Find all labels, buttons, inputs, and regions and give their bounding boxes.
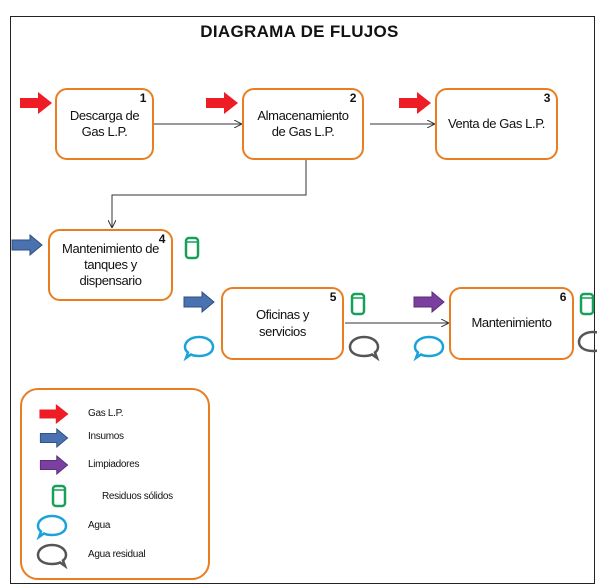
process-5-oficinas: 5 Oficinas y servicios xyxy=(221,287,344,360)
process-number: 1 xyxy=(139,91,147,105)
residuos-cylinder-icon xyxy=(184,236,200,260)
process-3-venta: 3 Venta de Gas L.P. xyxy=(435,88,558,160)
process-number: 6 xyxy=(559,290,567,304)
legend-limpiadores-arrow-icon xyxy=(39,455,69,475)
process-2-almacenamiento: 2 Almacenamiento de Gas L.P. xyxy=(242,88,364,160)
residuos-cylinder-icon xyxy=(350,292,366,316)
diagram-title: DIAGRAMA DE FLUJOS xyxy=(200,22,399,41)
agua-bubble-icon xyxy=(183,335,215,361)
diagram-frame xyxy=(10,16,595,584)
legend xyxy=(20,388,210,580)
process-1-descarga: 1 Descarga de Gas L.P. xyxy=(55,88,154,160)
limpiadores-arrow-icon xyxy=(413,291,445,313)
process-label: Oficinas y servicios xyxy=(255,307,310,339)
agua-residual-bubble-icon xyxy=(577,330,597,353)
residuos-cylinder-icon xyxy=(579,292,595,316)
legend-agua-residual-label: Agua residual xyxy=(88,549,146,560)
process-number: 5 xyxy=(329,290,337,304)
gas-arrow-icon xyxy=(399,92,431,114)
legend-insumos-label: Insumos xyxy=(88,431,124,442)
legend-agua-label: Agua xyxy=(88,520,111,531)
process-label: Mantenimiento de tanques y dispensario xyxy=(62,240,159,289)
process-label: Mantenimiento xyxy=(471,315,552,331)
agua-residual-bubble-icon xyxy=(348,335,380,361)
connector-2-4 xyxy=(112,160,307,227)
insumos-arrow-icon xyxy=(183,291,215,313)
legend-insumos-arrow-icon xyxy=(39,428,69,448)
process-number: 4 xyxy=(158,232,166,246)
process-number: 3 xyxy=(543,91,551,105)
process-label: Descarga de Gas L.P. xyxy=(69,107,140,139)
legend-residuos-cylinder-icon xyxy=(51,484,67,508)
legend-gas-label: Gas L.P. xyxy=(88,408,124,419)
gas-arrow-icon xyxy=(206,92,238,114)
legend-limpiadores-label: Limpiadores xyxy=(88,459,140,470)
legend-gas-arrow-icon xyxy=(39,404,69,424)
process-6-mantenimiento: 6 Mantenimiento xyxy=(449,287,574,360)
gas-arrow-icon xyxy=(20,92,52,114)
legend-agua-residual-bubble-icon xyxy=(36,543,68,569)
process-number: 2 xyxy=(349,91,357,105)
process-label: Venta de Gas L.P. xyxy=(447,115,546,131)
legend-residuos-label: Residuos sólidos xyxy=(102,491,173,502)
process-label: Almacenamiento de Gas L.P. xyxy=(257,107,349,139)
legend-agua-bubble-icon xyxy=(36,514,68,540)
insumos-arrow-icon xyxy=(11,234,43,256)
process-4-mantenimiento-tanques: 4 Mantenimiento de tanques y dispensario xyxy=(48,229,173,301)
agua-bubble-icon xyxy=(413,335,445,361)
